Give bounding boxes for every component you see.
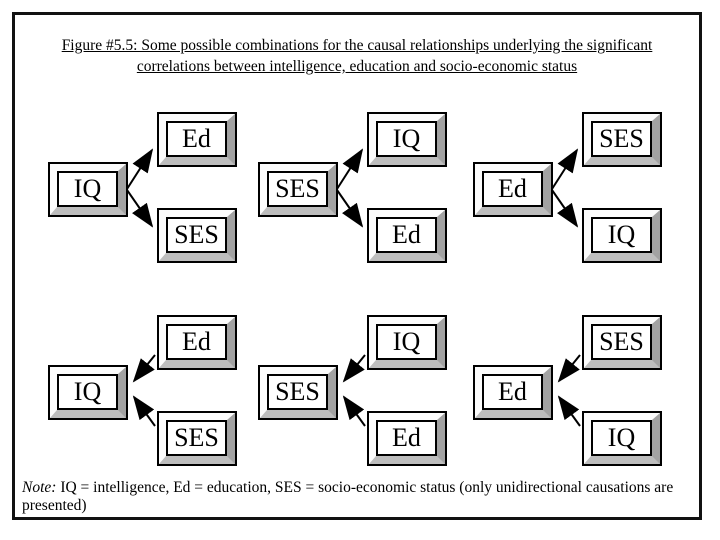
box-bevel: IQ <box>369 317 445 368</box>
node-box-left: IQ <box>48 365 128 420</box>
box-bevel: SES <box>584 114 660 165</box>
node-box-left: SES <box>258 365 338 420</box>
box-bevel: Ed <box>159 114 235 165</box>
node-box-bottom: IQ <box>582 411 662 466</box>
box-bevel: IQ <box>584 210 660 261</box>
figure-note: Note: IQ = intelligence, Ed = education,… <box>22 479 700 514</box>
box-bevel: Ed <box>475 164 551 215</box>
node-label: SES <box>166 420 227 456</box>
node-label: SES <box>591 121 652 157</box>
node-label: Ed <box>166 324 227 360</box>
figure-title: Figure #5.5: Some possible combinations … <box>15 35 699 77</box>
box-bevel: IQ <box>50 164 126 215</box>
note-text: IQ = intelligence, Ed = education, SES =… <box>22 479 674 514</box>
box-bevel: SES <box>260 367 336 418</box>
causal-diagram-2: SES IQ Ed <box>258 112 448 263</box>
node-label: IQ <box>591 420 652 456</box>
node-box-top: SES <box>582 112 662 167</box>
node-box-top: Ed <box>157 112 237 167</box>
causal-diagram-5: SES IQ Ed <box>258 315 448 466</box>
causal-diagram-4: IQ Ed SES <box>48 315 238 466</box>
node-label: Ed <box>376 420 437 456</box>
node-box-bottom: SES <box>157 208 237 263</box>
node-label: IQ <box>376 324 437 360</box>
box-bevel: SES <box>584 317 660 368</box>
box-bevel: Ed <box>475 367 551 418</box>
causal-diagram-1: IQ Ed SES <box>48 112 238 263</box>
box-bevel: Ed <box>369 210 445 261</box>
node-box-top: IQ <box>367 315 447 370</box>
box-bevel: SES <box>159 210 235 261</box>
node-box-bottom: SES <box>157 411 237 466</box>
box-bevel: IQ <box>50 367 126 418</box>
node-label: IQ <box>591 217 652 253</box>
causal-diagram-6: Ed SES IQ <box>473 315 663 466</box>
node-label: Ed <box>376 217 437 253</box>
node-label: Ed <box>166 121 227 157</box>
node-box-bottom: Ed <box>367 208 447 263</box>
node-label: IQ <box>57 374 118 410</box>
box-bevel: SES <box>260 164 336 215</box>
node-label: SES <box>591 324 652 360</box>
node-box-top: SES <box>582 315 662 370</box>
node-label: SES <box>267 171 328 207</box>
node-box-left: Ed <box>473 162 553 217</box>
box-bevel: IQ <box>369 114 445 165</box>
node-box-bottom: Ed <box>367 411 447 466</box>
node-label: SES <box>166 217 227 253</box>
box-bevel: Ed <box>159 317 235 368</box>
node-label: SES <box>267 374 328 410</box>
note-prefix: Note: <box>22 479 57 496</box>
box-bevel: SES <box>159 413 235 464</box>
node-label: IQ <box>376 121 437 157</box>
node-label: IQ <box>57 171 118 207</box>
node-box-left: SES <box>258 162 338 217</box>
node-box-left: Ed <box>473 365 553 420</box>
figure-frame: Figure #5.5: Some possible combinations … <box>12 12 702 520</box>
figure-title-line-1: Figure #5.5: Some possible combinations … <box>61 37 653 54</box>
node-label: Ed <box>482 171 543 207</box>
box-bevel: IQ <box>584 413 660 464</box>
node-box-left: IQ <box>48 162 128 217</box>
figure-title-line-2: correlations between intelligence, educa… <box>136 58 578 75</box>
node-box-bottom: IQ <box>582 208 662 263</box>
box-bevel: Ed <box>369 413 445 464</box>
node-box-top: Ed <box>157 315 237 370</box>
node-label: Ed <box>482 374 543 410</box>
node-box-top: IQ <box>367 112 447 167</box>
causal-diagram-3: Ed SES IQ <box>473 112 663 263</box>
